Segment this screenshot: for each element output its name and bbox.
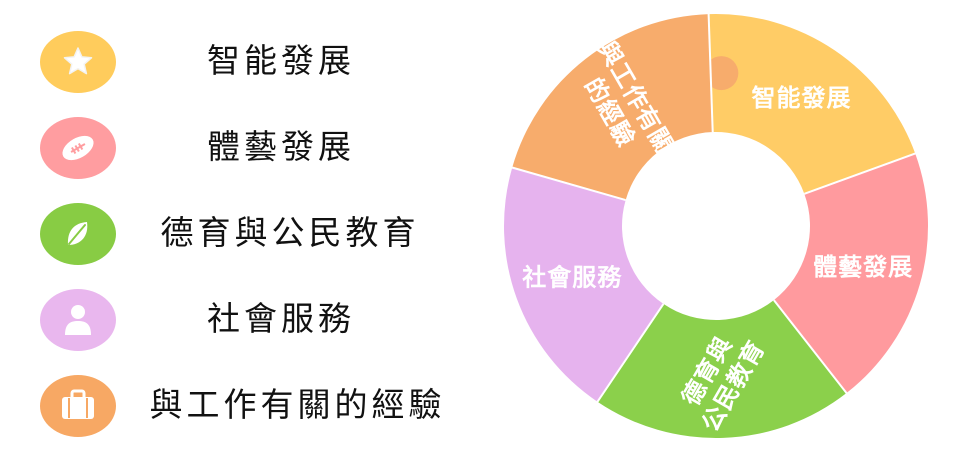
segment-label-line: 智能發展 xyxy=(752,84,852,112)
puzzle-tab xyxy=(704,56,739,91)
briefcase-icon xyxy=(62,389,94,419)
segment-divider xyxy=(510,166,626,202)
legend-icon-badge xyxy=(40,31,116,93)
segment-divider xyxy=(707,12,714,133)
star-icon xyxy=(63,47,93,75)
legend-label: 智能發展 xyxy=(207,41,355,80)
football-icon xyxy=(62,135,94,161)
segment-divider xyxy=(595,303,665,404)
legend-icon-badge xyxy=(40,203,116,265)
segment-moral-civic xyxy=(597,300,847,438)
legend-item-career-experience: 與工作有關的經驗 xyxy=(0,364,470,450)
legend-label: 德育與公民教育 xyxy=(160,213,420,252)
legend-item-moral-civic: 德育與公民教育 xyxy=(0,192,470,278)
legend-label: 體藝發展 xyxy=(207,127,355,166)
legend: 智能發展 體藝發展 德育與公民教育 xyxy=(0,0,470,454)
legend-icon-badge xyxy=(40,289,116,351)
segment-label-physical-aesthetic: 體藝發展 xyxy=(813,253,913,281)
segment-label-intellectual: 智能發展 xyxy=(752,84,852,112)
legend-label: 與工作有關的經驗 xyxy=(149,385,446,424)
segment-label-community-service: 社會服務 xyxy=(522,263,622,291)
person-icon xyxy=(65,305,91,335)
legend-icon-badge xyxy=(40,117,116,179)
legend-item-physical-aesthetic: 體藝發展 xyxy=(0,106,470,192)
legend-item-intellectual: 智能發展 xyxy=(0,20,470,106)
legend-label: 社會服務 xyxy=(207,299,355,338)
segment-intellectual xyxy=(708,14,916,194)
segment-career-experience xyxy=(512,14,713,201)
segment-divider xyxy=(773,299,849,396)
segment-divider xyxy=(803,151,918,195)
segment-community-service xyxy=(504,167,664,402)
segment-label-line: 社會服務 xyxy=(522,263,622,291)
legend-icon-badge xyxy=(40,375,116,437)
leaf-icon xyxy=(67,222,88,245)
segment-label-line: 體藝發展 xyxy=(813,253,913,281)
legend-item-community-service: 社會服務 xyxy=(0,278,470,364)
segment-physical-aesthetic xyxy=(773,153,928,394)
